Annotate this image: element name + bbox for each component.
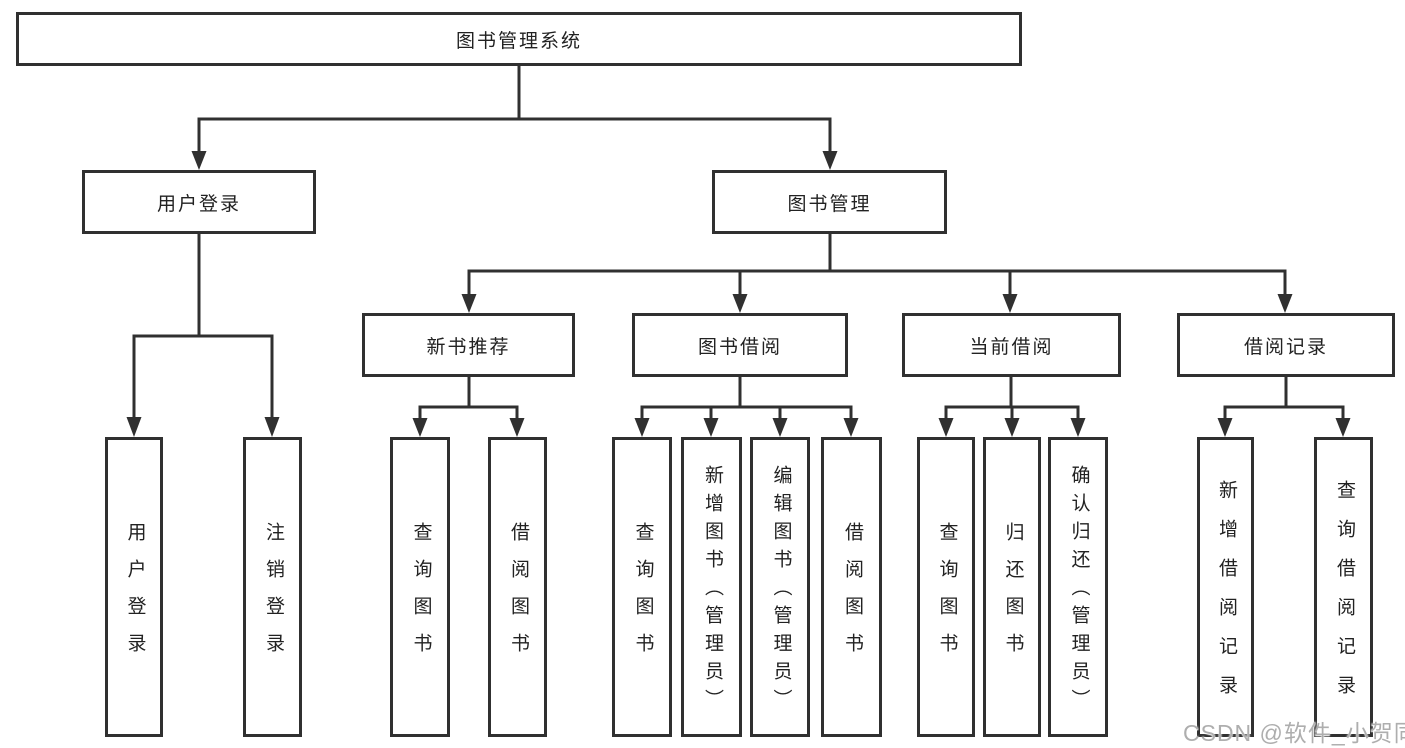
leaf-logout: 注销登录 [243,437,302,737]
leaf-user-login-label: 用户登录 [124,522,146,670]
node-book-borrow-label: 图书借阅 [697,336,782,358]
leaf-edit-book-admin-label: 编辑图书（管理员） [770,465,792,717]
leaf-query-books-2-label: 查询图书 [632,522,654,670]
node-book-management: 图书管理 [712,170,947,234]
leaf-borrow-books-2: 借阅图书 [821,437,882,737]
leaf-borrow-books-1-label: 借阅图书 [507,522,529,670]
leaf-query-books-2: 查询图书 [612,437,672,737]
node-new-book-recommend-label: 新书推荐 [426,336,511,358]
leaf-return-book: 归还图书 [983,437,1041,737]
leaf-query-books-3: 查询图书 [917,437,975,737]
leaf-edit-book-admin: 编辑图书（管理员） [750,437,810,737]
node-borrow-records-label: 借阅记录 [1243,336,1328,358]
leaf-add-borrow-record: 新增借阅记录 [1197,437,1254,737]
leaf-confirm-return-admin: 确认归还（管理员） [1048,437,1108,737]
leaf-logout-label: 注销登录 [262,522,284,670]
node-root: 图书管理系统 [16,12,1022,66]
leaf-borrow-books-2-label: 借阅图书 [841,522,863,670]
leaf-add-borrow-record-label: 新增借阅记录 [1215,480,1237,714]
csdn-watermark: CSDN @软件_小贺同学 [1183,720,1405,746]
leaf-add-book-admin: 新增图书（管理员） [681,437,742,737]
leaf-add-book-admin-label: 新增图书（管理员） [701,465,723,717]
leaf-query-borrow-record-label: 查询借阅记录 [1333,480,1355,714]
node-borrow-records: 借阅记录 [1177,313,1395,377]
node-new-book-recommend: 新书推荐 [362,313,575,377]
node-user-login: 用户登录 [82,170,316,234]
leaf-return-book-label: 归还图书 [1002,522,1024,670]
node-current-borrow: 当前借阅 [902,313,1121,377]
leaf-query-books-3-label: 查询图书 [936,522,958,670]
leaf-query-books-1: 查询图书 [390,437,450,737]
leaf-confirm-return-admin-label: 确认归还（管理员） [1068,465,1090,717]
node-user-login-label: 用户登录 [156,193,241,215]
leaf-query-books-1-label: 查询图书 [410,522,432,670]
node-current-borrow-label: 当前借阅 [969,336,1054,358]
leaf-query-borrow-record: 查询借阅记录 [1314,437,1373,737]
leaf-borrow-books-1: 借阅图书 [488,437,547,737]
node-book-borrow: 图书借阅 [632,313,848,377]
node-root-label: 图书管理系统 [455,30,582,52]
leaf-user-login: 用户登录 [105,437,163,737]
node-book-management-label: 图书管理 [787,193,872,215]
